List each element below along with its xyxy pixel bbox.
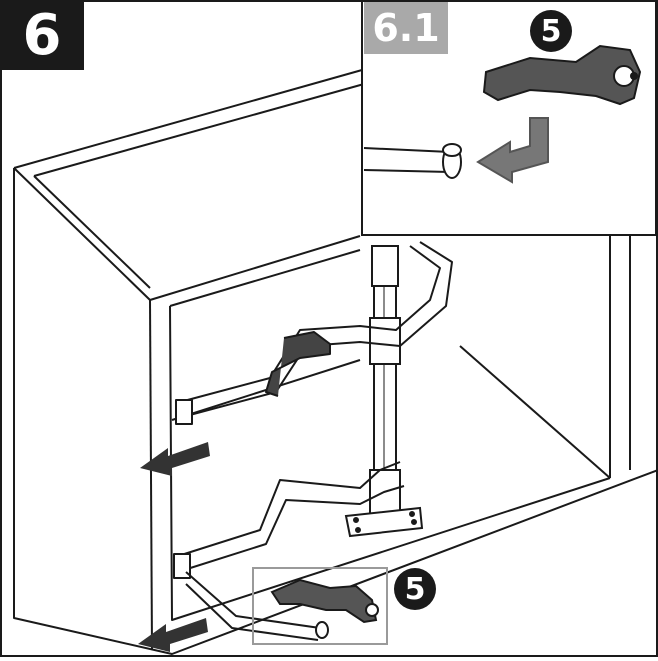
pole-clamp-upper: [369, 317, 401, 365]
pull-arrow-upper: [140, 442, 210, 476]
part-5-bracket-large: [482, 44, 642, 106]
cabinet-inner-rim-left: [33, 175, 151, 289]
cabinet-top-left-edge: [13, 167, 151, 301]
cabinet-front-left-edge: [149, 299, 153, 651]
lower-arm: [173, 461, 405, 641]
upper-arm-hinge: [175, 399, 193, 425]
step-number-label: 6: [0, 0, 84, 70]
part-number-badge-main: 5: [394, 568, 436, 610]
lower-arm-extension-inner: [185, 583, 319, 641]
cabinet-top-inner-edge: [169, 249, 361, 307]
cabinet-top-front-edge: [149, 235, 361, 301]
pole-base-plate: [344, 506, 424, 538]
part-number-badge-detail: 5: [530, 10, 572, 52]
upper-arm-rail-inner: [185, 241, 453, 417]
detail-insert-arrow: [476, 117, 549, 184]
lower-arm-pin: [315, 621, 329, 639]
pole-top-cap: [371, 245, 399, 287]
upper-arm-bracket: [265, 331, 331, 397]
lower-arm-extension-outer: [185, 571, 321, 629]
lower-arm-rail-outer: [177, 461, 401, 557]
pull-arrow-lower: [138, 618, 208, 652]
center-pole: [344, 245, 424, 538]
cabinet-opening: [169, 305, 611, 621]
part-5-bracket-small: [270, 578, 378, 624]
detail-rod: [363, 143, 462, 179]
upper-arm: [175, 241, 453, 425]
cabinet-inner-rim: [33, 83, 365, 177]
part-callout-box: [252, 567, 388, 645]
pole-clamp-lower: [369, 469, 401, 517]
lower-arm-rail-inner: [183, 485, 405, 571]
detail-number-label: 6.1: [364, 2, 448, 54]
cabinet-back-floor-edge: [459, 345, 611, 479]
